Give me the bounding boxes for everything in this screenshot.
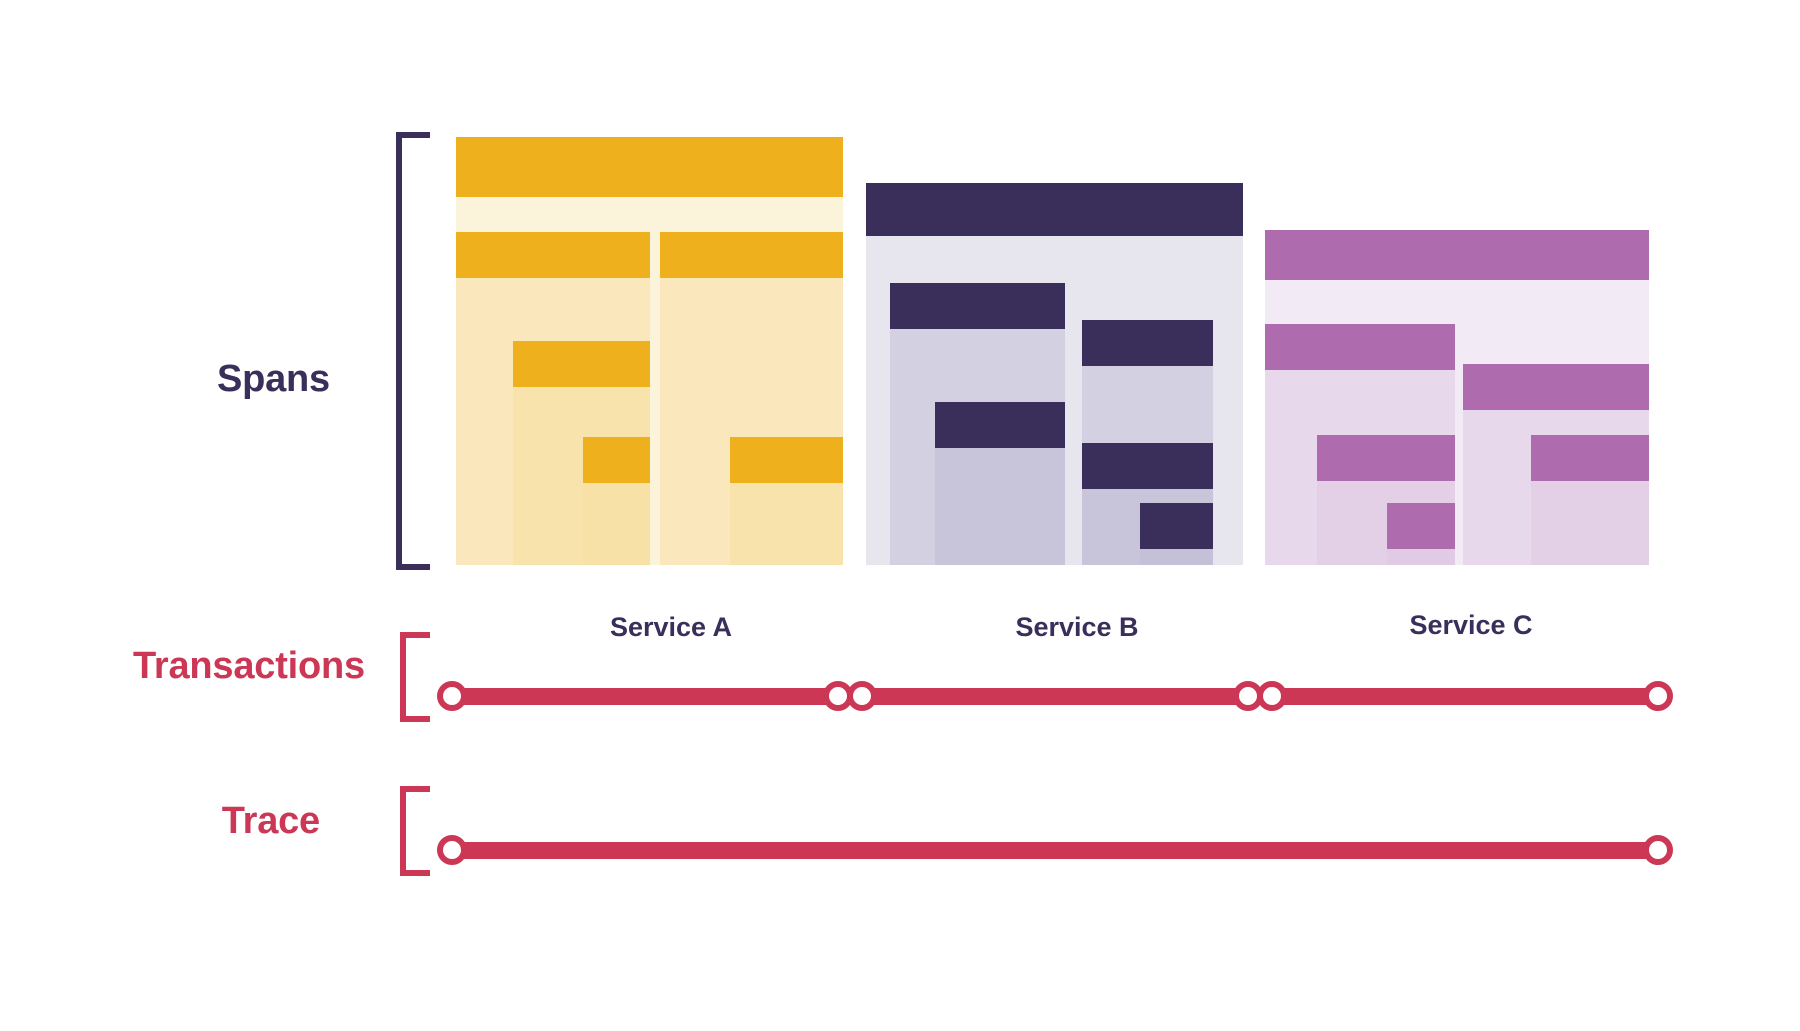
span-c-l3-2-head: [1531, 435, 1649, 481]
span-c-root-head: [1265, 230, 1649, 280]
trace-bracket: [400, 786, 430, 876]
transaction-service-c-start-dot[interactable]: [1257, 681, 1287, 711]
span-a-l3-1-head: [513, 341, 650, 387]
span-b-l4-1-head: [1140, 503, 1213, 549]
spans-row-label: Spans: [216, 358, 330, 400]
span-a-l4-1[interactable]: [583, 437, 650, 565]
transaction-service-c-line[interactable]: [1272, 688, 1658, 705]
span-a-l3-2[interactable]: [730, 437, 843, 565]
span-b-l3-1-head: [935, 402, 1065, 448]
span-b-root-head: [866, 183, 1243, 236]
transaction-service-b-line[interactable]: [862, 688, 1248, 705]
service-a-caption: Service A: [609, 612, 733, 642]
span-c-l2-1-head: [1265, 324, 1455, 370]
service-c-caption: Service C: [1409, 610, 1533, 640]
transaction-service-c-end-dot[interactable]: [1643, 681, 1673, 711]
span-c-l3-1-head: [1317, 435, 1455, 481]
span-b-l2-2-head: [1082, 320, 1213, 366]
span-c-l4-1-head: [1387, 503, 1455, 549]
service-b-caption: Service B: [1015, 612, 1139, 642]
spans-bracket: [396, 132, 430, 570]
span-b-l3-2-head: [1082, 443, 1213, 489]
span-a-l3-2-head: [730, 437, 843, 483]
transaction-service-a-line[interactable]: [452, 688, 838, 705]
trace-span-line[interactable]: [452, 842, 1658, 859]
span-c-l2-2-head: [1463, 364, 1649, 410]
span-a-l2-2-head: [660, 232, 843, 278]
span-a-l4-1-head: [583, 437, 650, 483]
transactions-row-label: Transactions: [132, 645, 365, 687]
span-c-l4-1[interactable]: [1387, 503, 1455, 565]
trace-row-label: Trace: [221, 800, 321, 842]
span-a-l2-1-head: [456, 232, 650, 278]
span-b-l2-1-head: [890, 283, 1065, 329]
span-a-root-head: [456, 137, 843, 197]
span-b-root[interactable]: [866, 183, 1243, 236]
trace-span-start-dot[interactable]: [437, 835, 467, 865]
span-b-l4-1[interactable]: [1140, 503, 1213, 565]
span-b-l3-1[interactable]: [935, 402, 1065, 565]
transactions-bracket: [400, 632, 430, 722]
trace-span-end-dot[interactable]: [1643, 835, 1673, 865]
span-c-l3-2[interactable]: [1531, 435, 1649, 565]
span-a-root[interactable]: [456, 137, 843, 197]
span-c-root[interactable]: [1265, 230, 1649, 280]
transaction-service-a-start-dot[interactable]: [437, 681, 467, 711]
transaction-service-b-start-dot[interactable]: [847, 681, 877, 711]
